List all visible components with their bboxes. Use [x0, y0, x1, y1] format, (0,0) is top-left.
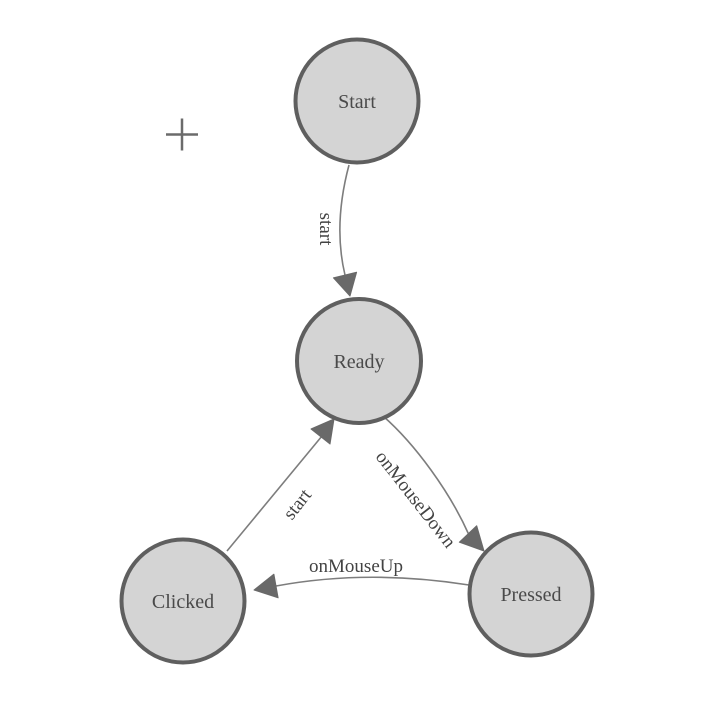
- state-label: Start: [338, 91, 376, 113]
- state-label: Pressed: [500, 584, 561, 606]
- transition-wire[interactable]: [339, 164, 350, 276]
- state-node-start[interactable]: Start: [293, 37, 421, 165]
- transition-clicked-to-ready[interactable]: start: [226, 418, 335, 552]
- state-circle[interactable]: [293, 37, 421, 165]
- transition-wire[interactable]: [226, 435, 323, 552]
- state-label: Ready: [333, 351, 384, 373]
- transition-label: onMouseUp: [309, 556, 403, 577]
- state-node-clicked[interactable]: Clicked: [119, 537, 247, 665]
- state-label: Clicked: [152, 591, 214, 613]
- state-node-pressed[interactable]: Pressed: [467, 530, 595, 658]
- arrowhead-icon: [253, 573, 279, 599]
- transition-label: start: [279, 485, 316, 524]
- transition-ready-to-pressed[interactable]: onMouseDown: [371, 415, 485, 553]
- state-circle[interactable]: [119, 537, 247, 665]
- arrowhead-icon: [310, 418, 335, 445]
- transition-wire[interactable]: [382, 415, 470, 536]
- state-circle[interactable]: [467, 530, 595, 658]
- plus-crosshair-icon: [166, 118, 198, 151]
- transition-pressed-to-clicked[interactable]: onMouseUp: [253, 556, 470, 599]
- arrowhead-icon: [332, 271, 358, 297]
- transition-label: start: [315, 213, 336, 246]
- state-node-ready[interactable]: Ready: [295, 297, 423, 425]
- state-circle[interactable]: [295, 297, 423, 425]
- transition-start-to-ready[interactable]: start: [315, 164, 358, 297]
- transition-wire[interactable]: [275, 576, 470, 587]
- arrowhead-icon: [458, 525, 485, 552]
- transition-label: onMouseDown: [371, 447, 460, 553]
